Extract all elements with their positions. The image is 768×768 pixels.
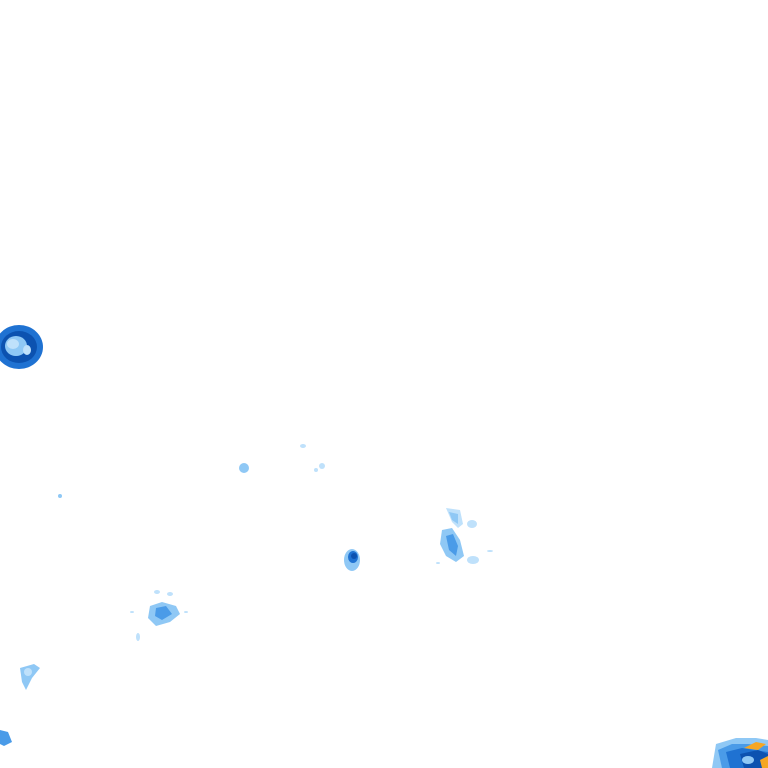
echo-speck-center (300, 444, 325, 472)
echo-cluster-center-right (436, 508, 493, 564)
echo-fragment-left (20, 664, 40, 690)
echo-speck-center-left (239, 463, 249, 473)
echo-speck-far-left (58, 494, 62, 498)
echo-cluster-lower-left (130, 590, 188, 641)
echo-cell-west (0, 325, 43, 369)
echo-fragment-bottom-left (0, 730, 12, 746)
echo-cell-center (344, 549, 360, 571)
echo-cell-bottom-right (712, 738, 768, 768)
